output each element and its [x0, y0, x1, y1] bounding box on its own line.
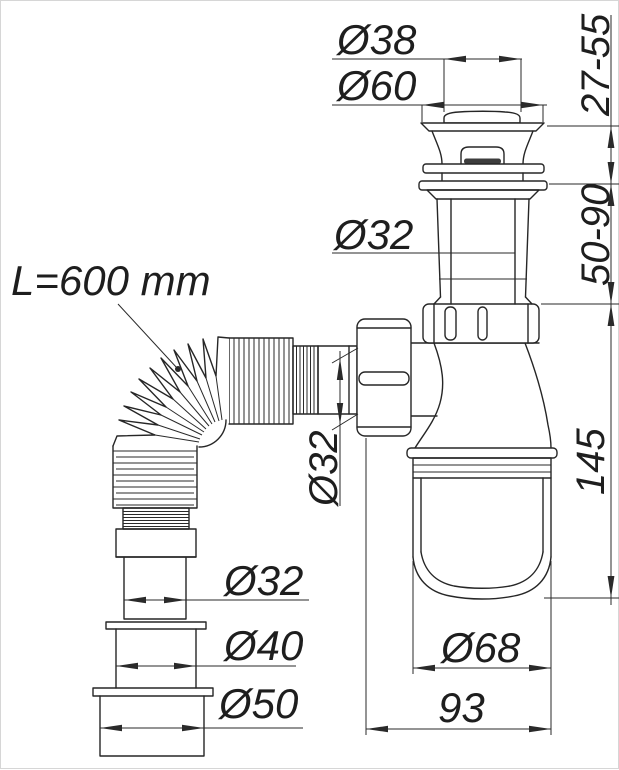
plug-cap-dome: [443, 110, 521, 124]
dim-d50-outlet-arrows: [100, 724, 204, 732]
outlet-d50-pipe: [99, 695, 205, 757]
plug-washer-upper: [422, 163, 545, 174]
dim-93-arrows: [366, 725, 551, 733]
trap-body-right-outline: [524, 342, 552, 449]
hose-bend-fold-lines: [154, 375, 223, 443]
outlet-collar-50: [92, 687, 214, 697]
hose-bend-inner-arc: [198, 419, 227, 448]
label-dia32-inlet: Ø32: [302, 430, 346, 508]
cup-outer-sides: [412, 477, 552, 558]
trap-body: [406, 342, 558, 479]
label-dia32-outlet: Ø32: [222, 557, 303, 604]
label-dia38: Ø38: [335, 16, 417, 63]
dim-d38-arrows: [444, 55, 521, 63]
cup-inner-sides: [420, 477, 544, 553]
plug-neck: [431, 130, 534, 165]
outlet-d40-pipe: [115, 628, 197, 689]
label-range-50-90: 50-90: [574, 184, 618, 286]
trap-band-lines: [413, 464, 551, 473]
dim-d32-outlet-arrows: [124, 596, 186, 604]
plug-window: [460, 146, 505, 165]
plug-flange: [420, 122, 545, 132]
leader-hose-length: [117, 303, 178, 369]
dim-d68-lines: [412, 561, 552, 735]
hose-bend-fill: [113, 337, 229, 447]
dimension-lines: [100, 15, 619, 735]
side-nut-slot: [358, 371, 410, 386]
label-dia32-tailpipe: Ø32: [332, 211, 413, 258]
hose-male-end: [292, 345, 358, 415]
leader-hose-length-dot: [175, 366, 181, 372]
label-hose-length: L=600 mm: [11, 257, 211, 304]
label-dia50-outlet: Ø50: [217, 680, 299, 727]
dim-d32-inlet-arrows: [336, 358, 344, 425]
outlet-adapters: [92, 556, 214, 757]
pop-up-waste-plug: [418, 110, 548, 305]
label-width-93: 93: [438, 684, 485, 731]
top-nut-slot-1: [444, 306, 457, 341]
side-union-nut: [356, 318, 412, 437]
label-range-27-55: 27-55: [574, 13, 618, 117]
plug-washer-lower: [418, 180, 548, 191]
dim-d40-outlet-arrows: [116, 662, 196, 670]
outlet-collar-40: [105, 621, 207, 630]
trap-body-left-outline: [414, 342, 444, 449]
label-dia40-outlet: Ø40: [222, 622, 304, 669]
tailpipe-outer: [436, 198, 530, 298]
top-nut-chamfers: [433, 303, 529, 344]
plug-shoulder: [426, 189, 540, 200]
thread-lines: [296, 346, 315, 414]
hose-bend-pleats: [112, 336, 230, 447]
label-dia60: Ø60: [335, 62, 417, 109]
hose-fine-band-lines: [123, 511, 189, 527]
side-nut-chamfers: [356, 327, 412, 428]
hose-vertical-ribs: [113, 450, 197, 506]
trap-top-nut: [422, 303, 540, 344]
trap-flange-ring: [406, 447, 558, 459]
top-nut-body: [422, 303, 540, 344]
trap-band-ring: [412, 457, 552, 479]
plug-neck-stubs: [441, 172, 524, 182]
trap-cup: [412, 477, 552, 600]
label-height-145: 145: [569, 428, 613, 495]
cup-outer-bottom: [412, 556, 552, 600]
top-nut-slot-2: [477, 306, 488, 341]
outlet-d32-pipe: [115, 556, 197, 620]
dim-93-lines: [365, 438, 551, 735]
hose-horizontal-ribs: [233, 338, 290, 424]
plug-window-slot: [464, 158, 501, 164]
dim-right-extensions: [541, 125, 619, 599]
dimension-labels: Ø38 Ø60 Ø32 L=600 mm Ø32 Ø32 Ø40 Ø50 Ø68…: [11, 13, 618, 731]
label-dia68-cup: Ø68: [439, 624, 521, 671]
flexible-hose: [112, 336, 294, 558]
side-nut-body: [356, 318, 412, 437]
hose-cuff: [115, 528, 197, 558]
tailpipe-inner: [450, 198, 516, 305]
tailpipe-flare: [433, 296, 533, 305]
cup-inner-bottom: [420, 551, 544, 589]
